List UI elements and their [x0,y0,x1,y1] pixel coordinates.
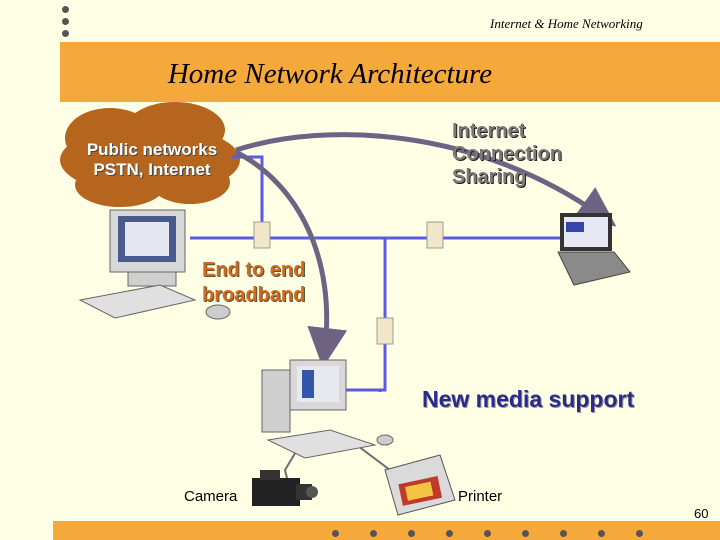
public-network-cloud [60,102,240,207]
e2e-line-1: End to end [202,259,306,281]
decor-dot [484,530,491,537]
decor-dot [408,530,415,537]
cloud-line-2: PSTN, Internet [93,160,211,179]
cloud-line-1: Public networks [86,140,218,159]
decor-dot [636,530,643,537]
page-number: 60 [694,506,709,521]
decor-dot [522,530,529,537]
decor-dot [560,530,567,537]
decor-dot [62,30,69,37]
camcorder-icon [252,470,318,506]
decor-dot [598,530,605,537]
ics-line-3: Sharing [452,166,527,188]
camera-caption: Camera [184,488,238,505]
decor-dot [332,530,339,537]
printer-icon [384,454,456,516]
desktop-computer-icon [78,209,231,320]
decor-dot [62,18,69,25]
decor-dot [446,530,453,537]
ics-label: Internet Connection Sharing [452,120,562,189]
ics-line-2: Connection [452,143,562,165]
bottom-band [53,521,720,540]
end-to-end-label: End to end broadband [202,258,305,308]
title-band [60,42,720,102]
slide-title: Home Network Architecture [167,58,493,90]
wall-jack [253,221,444,345]
broadband-arrow [234,149,348,368]
internet-sharing-arrow [235,132,617,227]
printer-caption: Printer [458,488,503,505]
laptop-icon [557,213,631,286]
media-pc-icon [261,359,394,459]
new-media-label: New media support [422,386,635,412]
course-header: Internet & Home Networking [490,16,643,31]
cloud-label: Public networks PSTN, Internet [72,140,232,180]
decor-dot [370,530,377,537]
decor-dot [62,6,69,13]
ics-line-1: Internet [452,120,526,142]
e2e-line-2: broadband [202,284,306,306]
